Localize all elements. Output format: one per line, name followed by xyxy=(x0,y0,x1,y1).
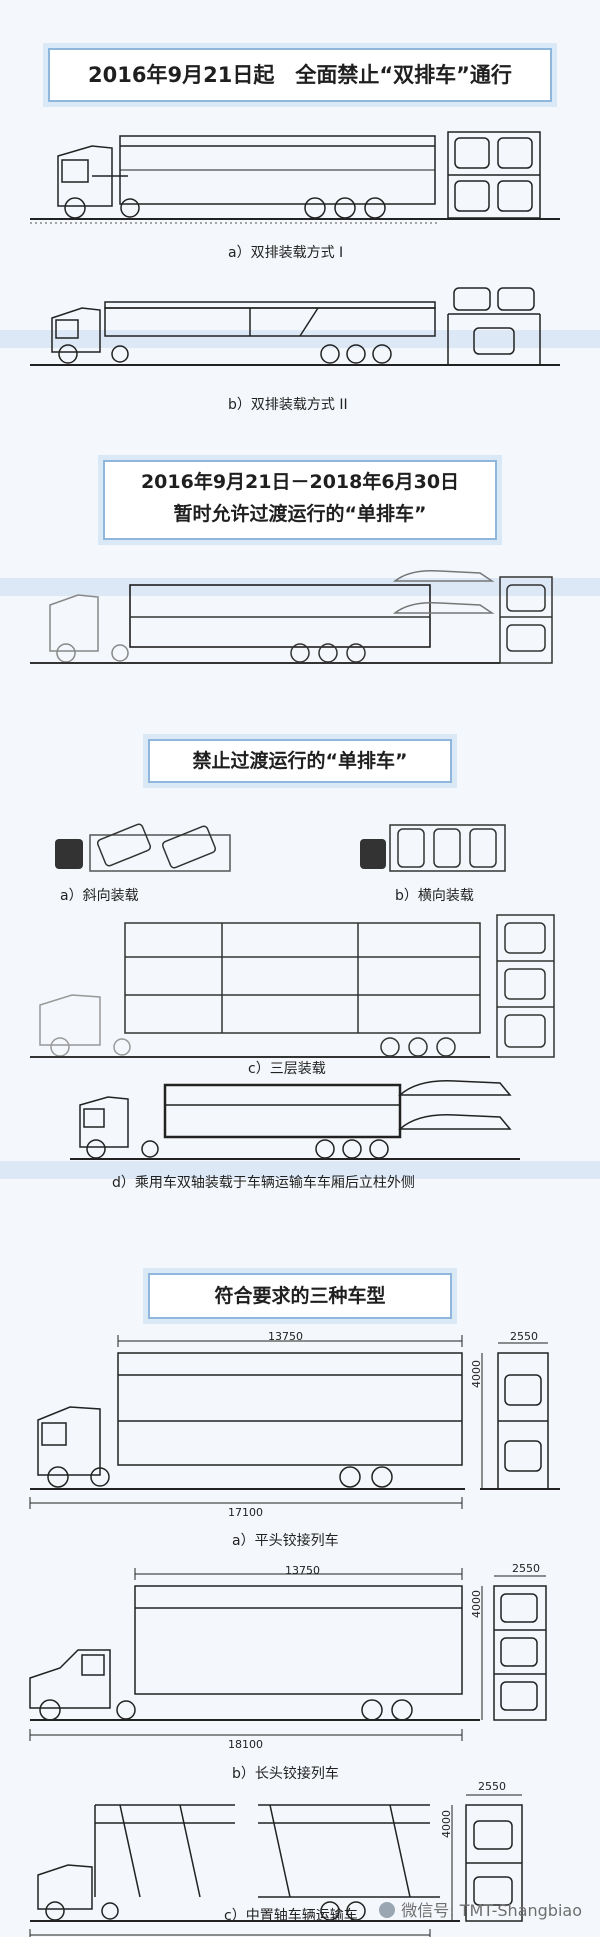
diagram-long-head-articulated-truck xyxy=(29,1568,547,1741)
section1-caption-a: a）双排装载方式 I xyxy=(228,245,344,261)
truck-a-caption: a）平头铰接列车 xyxy=(232,1533,339,1549)
truck-c-caption: c）中置轴车辆运输车 xyxy=(224,1908,358,1924)
section1-caption-b: b）双排装载方式 II xyxy=(228,397,348,413)
truck-a-dim-height: 4000 xyxy=(470,1360,483,1388)
section2-title-banner: 2016年9月21日－2018年6月30日 暂时允许过渡运行的“单排车” xyxy=(103,460,497,540)
diagram-diagonal-loading xyxy=(55,823,231,872)
truck-a-dim-width: 2550 xyxy=(510,1330,538,1343)
diagram-center-axle-car-transporter xyxy=(29,1794,523,1937)
truck-b-dim-top: 13750 xyxy=(285,1564,320,1577)
section3-title-banner: 禁止过渡运行的“单排车” xyxy=(148,739,452,783)
truck-a-dim-bottom: 17100 xyxy=(228,1506,263,1519)
wheel xyxy=(64,197,86,219)
wechat-icon xyxy=(379,1902,396,1918)
truck-c-dim-width: 2550 xyxy=(478,1780,506,1793)
truck-b-dim-width: 2550 xyxy=(512,1562,540,1575)
section2-title-line2: 暂时允许过渡运行的“单排车” xyxy=(173,503,427,525)
watermark: 微信号: TMT-Shangbiao xyxy=(379,1897,582,1921)
section3-caption-c: c）三层装载 xyxy=(248,1061,326,1077)
truck-b-dim-height: 4000 xyxy=(470,1590,483,1618)
section3-title: 禁止过渡运行的“单排车” xyxy=(192,750,408,772)
diagram-double-row-loading-1 xyxy=(30,131,560,224)
diagram-transverse-loading xyxy=(360,824,506,872)
diagram-outside-rear-pillar-loading xyxy=(70,1080,520,1160)
section4-title-banner: 符合要求的三种车型 xyxy=(148,1273,452,1319)
diagram-single-row-transition xyxy=(30,569,553,664)
section2-title-line1: 2016年9月21日－2018年6月30日 xyxy=(140,471,460,493)
section3-caption-a: a）斜向装载 xyxy=(60,888,139,904)
diagram-three-layer-loading xyxy=(30,914,555,1058)
section1-title-banner: 2016年9月21日起 全面禁止“双排车”通行 xyxy=(48,48,552,102)
diagram-double-row-loading-2 xyxy=(30,287,560,366)
section3-caption-b: b）横向装载 xyxy=(395,888,474,904)
section1-title: 2016年9月21日起 全面禁止“双排车”通行 xyxy=(88,63,512,87)
diagram-flat-head-articulated-truck xyxy=(29,1335,560,1509)
truck-b-dim-bottom: 18100 xyxy=(228,1738,263,1751)
section3-caption-d: d）乘用车双轴装载于车辆运输车车厢后立柱外侧 xyxy=(112,1175,415,1191)
truck-c-dim-height: 4000 xyxy=(440,1810,453,1838)
section4-title: 符合要求的三种车型 xyxy=(214,1285,386,1307)
truck-a-dim-top: 13750 xyxy=(268,1330,303,1343)
watermark-text: 微信号: TMT-Shangbiao xyxy=(401,1901,582,1920)
truck-b-caption: b）长头铰接列车 xyxy=(232,1766,339,1782)
tractor-cab xyxy=(57,145,113,207)
